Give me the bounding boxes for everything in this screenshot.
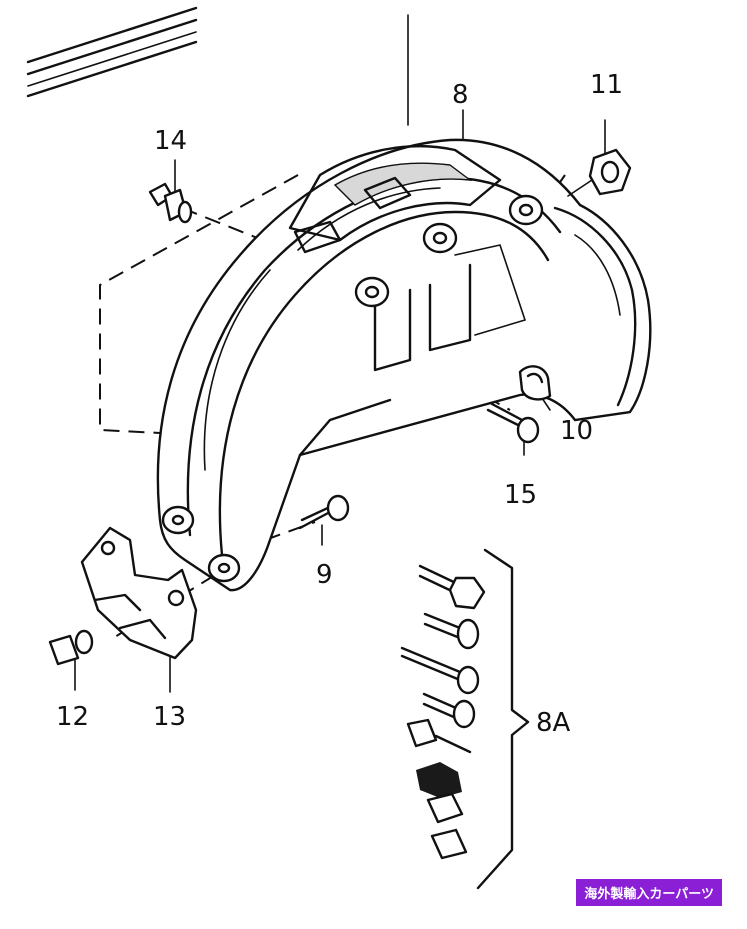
kit-8a-fasteners — [400, 564, 486, 860]
spring-clip-10 — [518, 365, 552, 401]
wheel-housing-liner — [156, 138, 652, 592]
body-edge-lines — [26, 6, 198, 98]
clip-nut-11 — [567, 148, 632, 197]
label-part-14: 14 — [154, 126, 188, 156]
bolt-12 — [48, 629, 94, 666]
label-part-12: 12 — [56, 702, 90, 732]
label-part-9: 9 — [316, 560, 333, 590]
label-part-13: 13 — [153, 702, 187, 732]
kit-8a-bracket — [476, 548, 530, 890]
label-part-10: 10 — [560, 416, 594, 446]
label-part-8: 8 — [452, 80, 469, 110]
label-part-11: 11 — [590, 70, 624, 100]
bracket-13 — [80, 526, 198, 660]
screw-15 — [486, 402, 540, 444]
screw-9 — [298, 494, 350, 530]
label-part-8a: 8A — [536, 708, 571, 738]
clip-14 — [148, 182, 193, 224]
shop-badge: 海外製輸入カーパーツ — [576, 879, 722, 906]
label-part-15: 15 — [504, 480, 538, 510]
